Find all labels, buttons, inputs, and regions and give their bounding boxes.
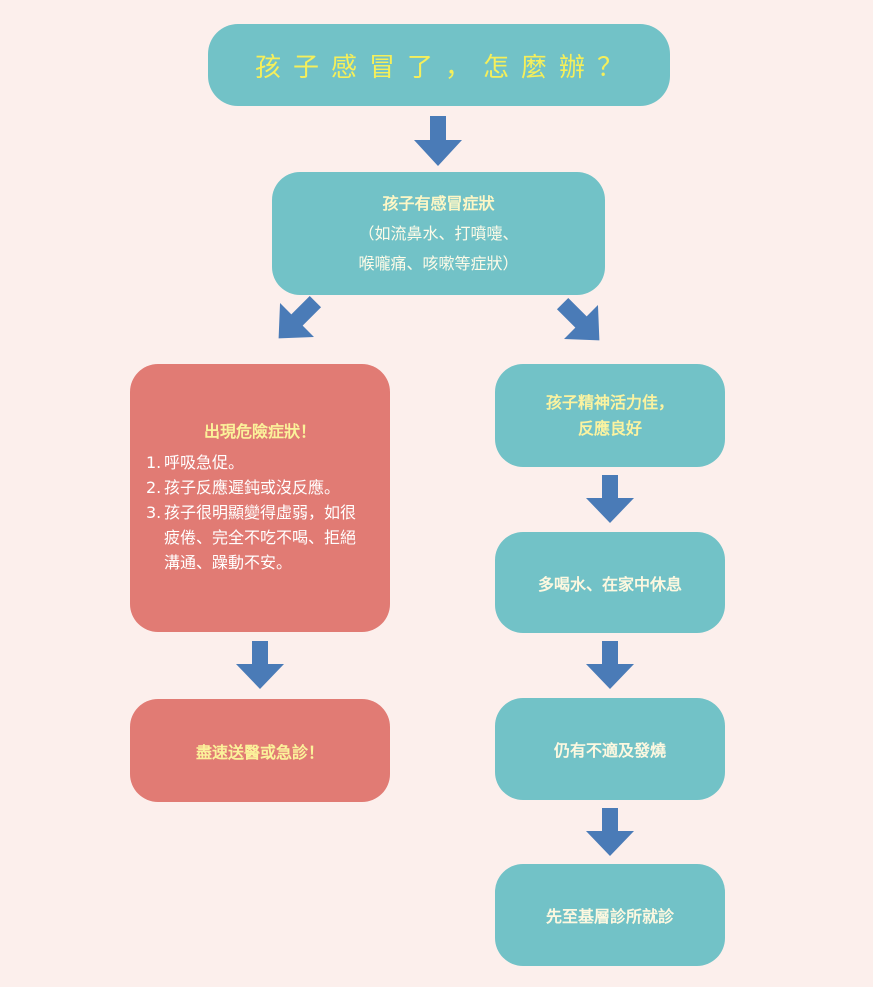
good-line: 反應良好: [577, 418, 642, 438]
danger-box: 出現危險症狀！ 1. 呼吸急促。 2. 孩子反應遲鈍或沒反應。 3. 孩子很明顯…: [130, 364, 390, 632]
arrow-down-icon: [586, 808, 634, 856]
rest-box: 多喝水、在家中休息: [495, 532, 725, 633]
emergency-text: 盡速送醫或急診！: [195, 742, 324, 762]
symptoms-box: 孩子有感冒症狀 （如流鼻水、打噴嚏、 喉嚨痛、咳嗽等症狀）: [272, 172, 605, 295]
list-item-text: 呼吸急促。: [164, 453, 245, 472]
rest-text: 多喝水、在家中休息: [537, 574, 682, 594]
list-item-text: 孩子反應遲鈍或沒反應。: [164, 478, 341, 497]
arrow-down-icon: [236, 641, 284, 689]
list-item: 3. 孩子很明顯變得虛弱，如很疲倦、完全不吃不喝、拒絕溝通、躁動不安。: [146, 500, 366, 575]
emergency-box: 盡速送醫或急診！: [130, 699, 390, 802]
list-item: 2. 孩子反應遲鈍或沒反應。: [146, 475, 366, 500]
arrow-down-right-icon: [556, 297, 600, 341]
clinic-text: 先至基層診所就診: [545, 907, 674, 926]
title-box: 孩子感冒了，怎麼辦？: [208, 24, 670, 106]
page-title: 孩子感冒了，怎麼辦？: [254, 52, 635, 83]
arrow-down-left-icon: [278, 295, 322, 339]
list-item: 1. 呼吸急促。: [146, 450, 366, 475]
list-item-text: 孩子很明顯變得虛弱，如很疲倦、完全不吃不喝、拒絕溝通、躁動不安。: [164, 503, 357, 572]
list-item-number: 3.: [146, 503, 162, 522]
list-item-number: 1.: [146, 453, 162, 472]
arrow-down-icon: [586, 641, 634, 689]
fever-box: 仍有不適及發燒: [495, 698, 725, 800]
good-line: 孩子精神活力佳，: [545, 392, 674, 412]
danger-title: 出現危險症狀！: [203, 422, 316, 441]
good-condition-box: 孩子精神活力佳， 反應良好: [495, 364, 725, 467]
symptoms-line: （如流鼻水、打噴嚏、: [358, 223, 519, 243]
clinic-box: 先至基層診所就診: [495, 864, 725, 966]
list-item-number: 2.: [146, 478, 162, 497]
symptoms-line: 喉嚨痛、咳嗽等症狀）: [358, 253, 519, 273]
fever-text: 仍有不適及發燒: [553, 741, 666, 760]
danger-list: 1. 呼吸急促。 2. 孩子反應遲鈍或沒反應。 3. 孩子很明顯變得虛弱，如很疲…: [146, 450, 366, 575]
arrow-down-icon: [586, 475, 634, 523]
symptoms-heading: 孩子有感冒症狀: [382, 193, 495, 213]
arrow-down-icon: [414, 116, 462, 166]
